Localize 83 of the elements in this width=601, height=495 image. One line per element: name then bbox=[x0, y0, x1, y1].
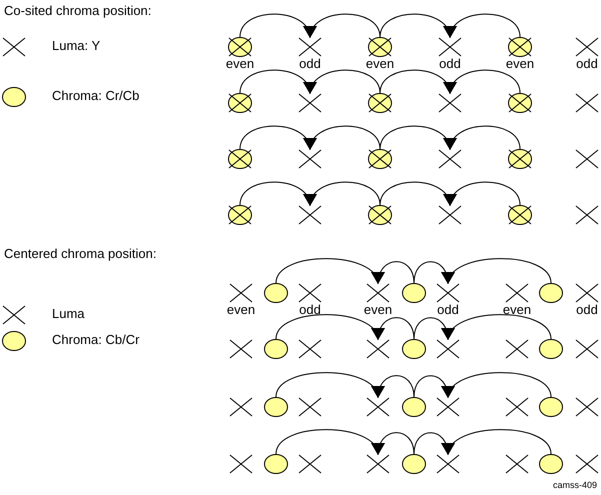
chroma-sample-circle bbox=[264, 397, 288, 417]
arrow bbox=[372, 432, 414, 456]
chroma-sample-circle bbox=[264, 454, 288, 474]
chroma-sample-circle bbox=[402, 454, 426, 474]
luma-sample-cross bbox=[576, 398, 598, 416]
luma-sample-cross bbox=[437, 340, 459, 358]
luma-sample-cross bbox=[437, 398, 459, 416]
luma-sample-cross bbox=[506, 398, 528, 416]
arrow bbox=[305, 182, 380, 206]
luma-sample-cross bbox=[506, 284, 528, 302]
parity-label: even bbox=[226, 57, 254, 70]
chroma-sample-circle bbox=[402, 397, 426, 417]
luma-sample-cross bbox=[439, 38, 461, 56]
luma-sample-cross bbox=[367, 398, 389, 416]
chroma-sample-circle bbox=[402, 339, 426, 359]
chroma-sample-circle bbox=[539, 339, 563, 359]
luma-sample-cross bbox=[439, 150, 461, 168]
chroma-sample-circle bbox=[539, 283, 563, 303]
arrow bbox=[445, 126, 520, 150]
arrow bbox=[444, 429, 552, 456]
parity-label: odd bbox=[299, 57, 321, 70]
luma-sample-cross bbox=[437, 455, 459, 473]
luma-sample-cross bbox=[299, 94, 321, 112]
parity-label: even bbox=[502, 303, 532, 316]
luma-sample-cross bbox=[299, 38, 321, 56]
arrow bbox=[445, 14, 520, 38]
luma-sample-cross bbox=[230, 284, 252, 302]
arrow bbox=[445, 70, 520, 94]
arrow bbox=[305, 14, 380, 38]
parity-label: even bbox=[506, 57, 534, 70]
luma-sample-cross bbox=[437, 284, 459, 302]
luma-sample-cross bbox=[367, 284, 389, 302]
luma-sample-cross bbox=[299, 398, 321, 416]
luma-sample-cross bbox=[576, 455, 598, 473]
chroma-sample-circle bbox=[539, 397, 563, 417]
parity-label: odd bbox=[576, 57, 598, 70]
arrow bbox=[445, 182, 520, 206]
luma-sample-cross bbox=[230, 455, 252, 473]
chroma-sample-circle bbox=[539, 454, 563, 474]
luma-sample-cross bbox=[506, 455, 528, 473]
luma-sample-cross bbox=[230, 398, 252, 416]
luma-sample-cross bbox=[506, 340, 528, 358]
luma-sample-cross bbox=[576, 150, 598, 168]
luma-sample-cross bbox=[367, 340, 389, 358]
arrow bbox=[305, 126, 380, 150]
arrow bbox=[372, 317, 414, 340]
chroma-sample-circle bbox=[264, 283, 288, 303]
section-heading: Centered chroma position: bbox=[4, 246, 156, 261]
luma-sample-cross bbox=[576, 206, 598, 224]
arrow bbox=[444, 258, 552, 284]
parity-label: even bbox=[366, 57, 394, 70]
luma-sample-cross bbox=[576, 94, 598, 112]
arrow bbox=[372, 375, 414, 398]
parity-label: even bbox=[364, 303, 392, 316]
legend-text: Chroma: Cb/Cr bbox=[52, 332, 140, 347]
arrow bbox=[305, 70, 380, 94]
parity-label: odd bbox=[576, 303, 598, 316]
luma-sample-cross bbox=[299, 206, 321, 224]
luma-sample-cross bbox=[299, 455, 321, 473]
parity-label: even bbox=[226, 303, 256, 316]
legend-text: Luma: Y bbox=[52, 38, 100, 53]
chroma-sample-circle bbox=[264, 339, 288, 359]
luma-sample-cross bbox=[299, 150, 321, 168]
luma-sample-cross bbox=[576, 284, 598, 302]
luma-sample-cross bbox=[299, 284, 321, 302]
figure-code: camss-409 bbox=[553, 480, 598, 490]
luma-sample-cross bbox=[439, 206, 461, 224]
luma-sample-cross bbox=[230, 340, 252, 358]
luma-sample-cross bbox=[576, 340, 598, 358]
luma-sample-cross bbox=[299, 340, 321, 358]
chroma-sample-circle bbox=[402, 283, 426, 303]
luma-sample-cross bbox=[439, 94, 461, 112]
section-heading: Co-sited chroma position: bbox=[4, 3, 152, 18]
legend-text: Luma bbox=[52, 306, 85, 321]
arrow bbox=[444, 314, 552, 340]
arrow bbox=[444, 372, 552, 398]
legend-text: Chroma: Cr/Cb bbox=[52, 88, 140, 103]
luma-sample-cross bbox=[576, 38, 598, 56]
luma-sample-cross bbox=[367, 455, 389, 473]
arrow bbox=[372, 261, 414, 284]
parity-label: odd bbox=[439, 57, 461, 70]
parity-label: odd bbox=[299, 303, 321, 316]
parity-label: odd bbox=[437, 303, 459, 316]
